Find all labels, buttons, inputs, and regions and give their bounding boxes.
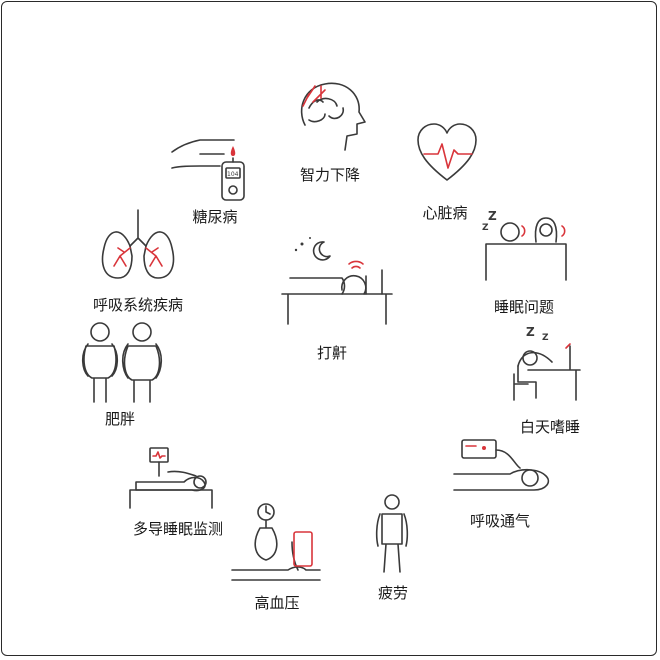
- center-label: 打鼾: [316, 344, 348, 362]
- heart-icon: [417, 123, 477, 181]
- node-label: 心脏病: [422, 204, 468, 222]
- lungs-icon: [101, 209, 175, 279]
- svg-text:Z: Z: [482, 223, 489, 233]
- obese-people-icon: [81, 322, 163, 403]
- cpap-machine-icon: [453, 439, 550, 491]
- node-label: 呼吸系统疾病: [92, 296, 184, 314]
- snoring-person-icon: [281, 237, 393, 325]
- glucose-meter-icon: 104: [171, 139, 245, 201]
- node-label: 多导睡眠监测: [132, 520, 224, 538]
- svg-text:Z: Z: [542, 333, 549, 343]
- node-label: 白天嗜睡: [519, 418, 581, 436]
- svg-text:Z: Z: [488, 209, 497, 223]
- node-label: 疲劳: [377, 584, 409, 602]
- glucose-reading: 104: [227, 171, 239, 178]
- couple-in-bed-icon: Z Z: [482, 209, 567, 281]
- blood-pressure-cuff-icon: [231, 503, 321, 581]
- svg-text:Z: Z: [526, 325, 535, 339]
- sleeping-at-desk-icon: Z Z: [513, 325, 581, 401]
- node-label: 高血压: [254, 594, 300, 612]
- node-label: 呼吸通气: [469, 512, 531, 530]
- node-label: 智力下降: [299, 166, 361, 184]
- node-label: 糖尿病: [192, 208, 238, 226]
- node-label: 睡眠问题: [493, 298, 555, 316]
- brain-icon: [300, 82, 366, 151]
- sleep-monitor-icon: [129, 447, 213, 509]
- node-label: 肥胖: [104, 410, 136, 428]
- tired-person-icon: [375, 494, 409, 573]
